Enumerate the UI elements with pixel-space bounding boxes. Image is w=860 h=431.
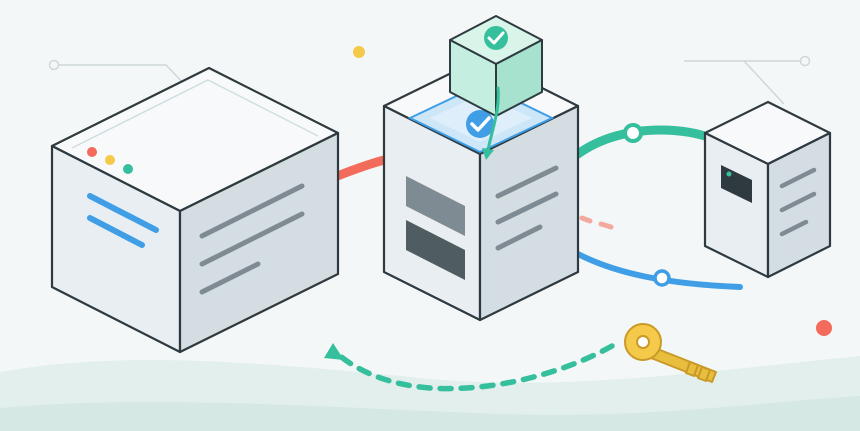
connector-blue-node — [653, 269, 671, 287]
browser-side-lines — [199, 183, 305, 295]
window-dot-yellow — [105, 155, 115, 165]
package-drop-line — [486, 86, 500, 152]
server-panel-bottom — [406, 220, 465, 280]
browser-window-dots — [87, 147, 133, 174]
window-dot-green — [123, 164, 133, 174]
key-tooth-1 — [685, 361, 699, 377]
server-side-lines — [495, 165, 559, 251]
key-tooth-2 — [697, 366, 711, 382]
connector-teal — [573, 125, 710, 159]
check-circle-icon — [484, 26, 508, 50]
connector-teal-node — [623, 123, 643, 143]
decor-lead-line-right — [684, 55, 811, 105]
decor-lead-line-left — [48, 59, 191, 91]
connector-blue — [575, 251, 743, 290]
server-panel-top — [406, 176, 465, 236]
browser-box-top-inner — [71, 79, 319, 149]
return-path-dashed — [337, 343, 615, 392]
decor-dot-yellow — [353, 46, 365, 58]
window-dot-red — [87, 147, 97, 157]
decor-dashes-coral — [579, 215, 614, 230]
check-circle-icon — [466, 110, 494, 138]
browser-text-lines — [87, 193, 159, 248]
device-box — [703, 100, 832, 279]
triangle-arrow-icon — [324, 343, 344, 360]
package-cube-right — [495, 39, 543, 117]
connector-coral — [327, 155, 389, 183]
package-drop-arrow — [482, 148, 494, 160]
device-side-lines — [779, 167, 817, 237]
decor-dot-coral — [816, 320, 832, 336]
device-screen-led — [726, 171, 732, 177]
background-wave-dark — [0, 396, 860, 431]
key-icon — [624, 323, 717, 383]
key-bow-hole — [636, 335, 650, 349]
browser-box — [50, 66, 340, 354]
